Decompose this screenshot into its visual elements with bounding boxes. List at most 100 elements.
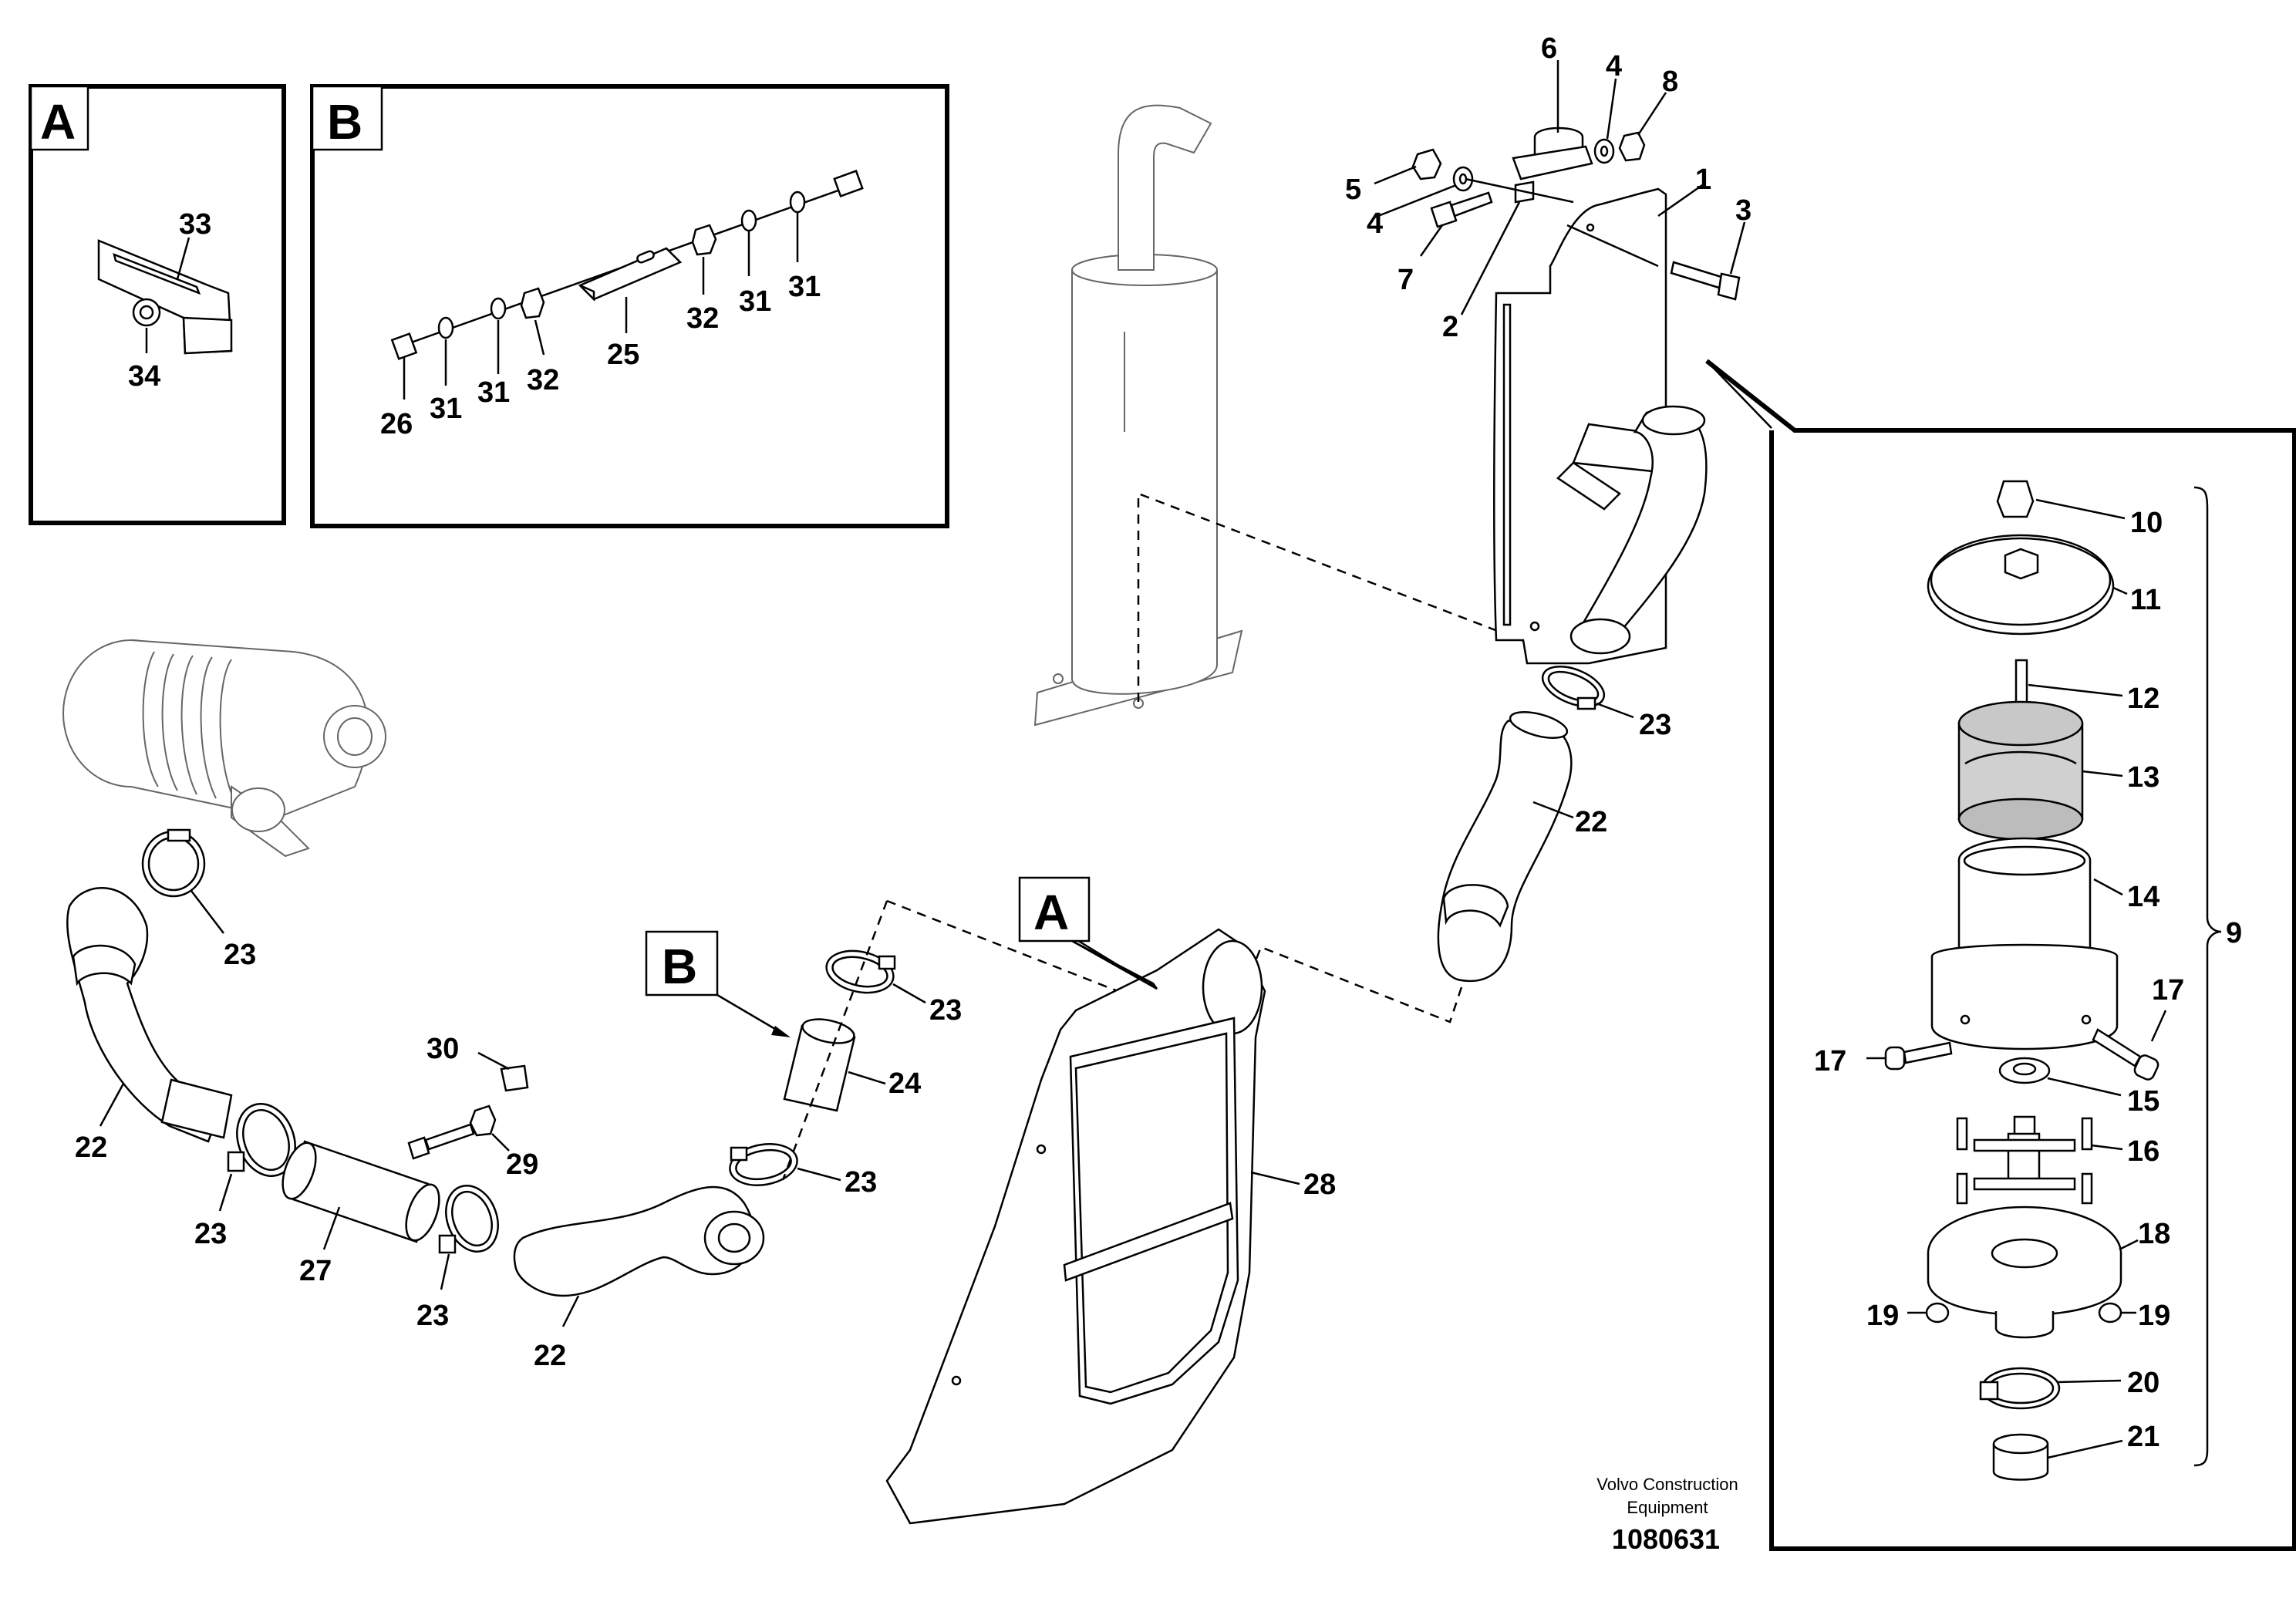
nut-part-5 <box>1411 148 1442 180</box>
label-5: 5 <box>1345 174 1361 206</box>
screen-part-13 <box>1957 700 2084 841</box>
base-part-18 <box>1927 1206 2122 1339</box>
label-4: 4 <box>1367 207 1383 240</box>
label-31: 31 <box>788 271 821 303</box>
side-panel-part-28 <box>885 928 1266 1525</box>
bolt-head-right <box>833 169 864 198</box>
label-23: 23 <box>194 1218 227 1250</box>
label-10: 10 <box>2130 507 2163 539</box>
label-8: 8 <box>1662 66 1678 98</box>
label-7: 7 <box>1397 264 1414 296</box>
label-1: 1 <box>1695 164 1711 196</box>
pipe-part-27 <box>282 1140 440 1243</box>
label-27: 27 <box>299 1255 332 1287</box>
label-19: 19 <box>1866 1300 1899 1332</box>
hose-clamp-part-23 <box>141 828 206 898</box>
label-33: 33 <box>179 208 211 241</box>
clamp-part-6 <box>1512 126 1593 204</box>
label-26: 26 <box>380 408 413 440</box>
label-31: 31 <box>430 393 462 425</box>
bolt-part-29 <box>407 1104 497 1160</box>
label-17: 17 <box>1814 1045 1846 1077</box>
label-30: 30 <box>426 1033 459 1065</box>
callout-b-label: B <box>662 939 697 994</box>
hose-clamp-part-23 <box>227 1102 296 1178</box>
vane-part-16 <box>1956 1115 2093 1205</box>
company-line-1: Volvo Construction <box>1596 1475 1738 1494</box>
detail-box-a-label: A <box>40 94 76 150</box>
label-9: 9 <box>2226 917 2242 949</box>
screw-part-17 <box>1884 1028 2159 1081</box>
nut-part-10 <box>1996 480 2035 518</box>
label-29: 29 <box>506 1148 538 1181</box>
label-22: 22 <box>1575 806 1607 838</box>
callout-a-label: A <box>1033 885 1069 940</box>
hose-clamp-part-23 <box>1541 665 1606 710</box>
exhaust-muffler <box>1033 104 1243 727</box>
label-4: 4 <box>1606 50 1622 83</box>
label-23: 23 <box>416 1300 449 1332</box>
label-24: 24 <box>888 1067 921 1100</box>
air-cleaner <box>62 639 386 858</box>
sleeve-part-21 <box>1992 1433 2049 1481</box>
hose-part-22 <box>1437 711 1573 983</box>
label-13: 13 <box>2127 761 2159 794</box>
label-31: 31 <box>739 285 771 318</box>
detail-box-a: A 33 34 <box>29 84 286 525</box>
label-34: 34 <box>128 360 160 393</box>
label-25: 25 <box>607 339 639 371</box>
label-15: 15 <box>2127 1085 2159 1118</box>
drawing-number: 1080631 <box>1612 1523 1720 1555</box>
callout-a: A <box>1018 876 1158 990</box>
bowl-part-14 <box>1930 837 2119 1050</box>
label-23: 23 <box>929 994 962 1027</box>
hose-clamp-part-20 <box>1979 1367 2061 1410</box>
precleaner-tube-part-1 <box>1493 187 1708 665</box>
label-3: 3 <box>1735 194 1752 227</box>
sleeve-part-24 <box>783 1018 856 1112</box>
hose-clamp-part-23 <box>729 1143 798 1186</box>
label-17: 17 <box>2152 974 2184 1007</box>
assembly-dashed-line <box>1225 946 1463 1036</box>
detail-box-b: B 26 31 31 <box>310 84 949 528</box>
bracket-part-33 <box>97 239 233 355</box>
nut-part-32 <box>520 224 717 319</box>
hose-clamp-part-23 <box>438 1184 499 1254</box>
nut-part-34 <box>132 298 161 327</box>
hose-part-22 <box>66 887 233 1143</box>
nut-part-8 <box>1618 131 1646 162</box>
label-32: 32 <box>686 302 719 335</box>
detail-box-b-label: B <box>327 94 362 150</box>
label-20: 20 <box>2127 1367 2159 1399</box>
label-22: 22 <box>534 1340 566 1372</box>
nut-part-30 <box>500 1064 529 1092</box>
washer-part-4 <box>1452 138 1615 192</box>
cover-part-11 <box>1927 534 2115 636</box>
label-12: 12 <box>2127 683 2159 715</box>
label-2: 2 <box>1442 311 1458 343</box>
label-6: 6 <box>1541 32 1557 65</box>
bolt-part-26 <box>390 332 418 360</box>
callout-b: B <box>645 930 791 1037</box>
drawing-credit: Volvo Construction Equipment 1080631 <box>1596 1475 1738 1555</box>
bolt-part-7 <box>1430 191 1493 228</box>
label-32: 32 <box>527 364 559 396</box>
label-23: 23 <box>845 1166 877 1199</box>
label-23: 23 <box>224 939 256 971</box>
company-line-2: Equipment <box>1627 1498 1708 1517</box>
label-14: 14 <box>2127 881 2159 913</box>
label-28: 28 <box>1303 1168 1336 1201</box>
hose-clamp-part-23 <box>825 949 896 994</box>
label-18: 18 <box>2138 1218 2170 1250</box>
label-19: 19 <box>2138 1300 2170 1332</box>
label-16: 16 <box>2127 1135 2159 1168</box>
bolt-part-3 <box>1670 261 1741 301</box>
plate-part-25 <box>578 247 683 302</box>
label-23: 23 <box>1639 709 1671 741</box>
label-22: 22 <box>75 1131 107 1164</box>
assembly-dashed-line <box>781 900 888 1181</box>
label-21: 21 <box>2127 1421 2159 1453</box>
label-31: 31 <box>477 376 510 409</box>
assembly-bracket <box>2193 486 2222 1467</box>
